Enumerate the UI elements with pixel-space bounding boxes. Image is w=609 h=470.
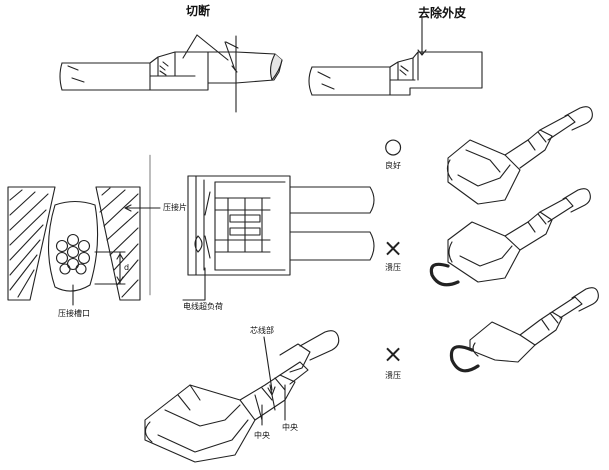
wire-strands <box>55 233 91 275</box>
d-label: d <box>124 263 130 272</box>
crimp-piece-label: 压接片 <box>163 203 187 212</box>
center-label-2: 中央 <box>282 423 298 432</box>
stripped-wire-drawing <box>308 17 483 96</box>
cut-wire-drawing <box>59 34 283 113</box>
strip-label: 去除外皮 <box>418 6 467 20</box>
wire-overload-label: 电线超负荷 <box>183 302 223 311</box>
crimp-groove-label: 压接槽口 <box>58 309 90 318</box>
terminal-detail-drawing <box>144 330 340 463</box>
crushed-label-2: 溃压 <box>385 371 401 380</box>
bad-cross-icon-2: × <box>383 340 404 368</box>
cross-section-drawing <box>7 186 161 306</box>
bad-cross-icon-1: × <box>383 234 404 262</box>
terminal-good-drawing <box>446 106 593 205</box>
good-circle-icon: ○ <box>384 134 403 158</box>
good-label: 良好 <box>385 161 401 170</box>
crushed-label-1: 溃压 <box>385 263 401 272</box>
terminal-bad-1-drawing <box>429 188 591 287</box>
core-wire-label: 芯线部 <box>250 326 274 335</box>
cut-label: 切断 <box>186 4 211 18</box>
center-label-1: 中央 <box>254 431 270 440</box>
overload-crimp-drawing <box>149 154 375 301</box>
terminal-bad-2-drawing <box>449 287 599 373</box>
